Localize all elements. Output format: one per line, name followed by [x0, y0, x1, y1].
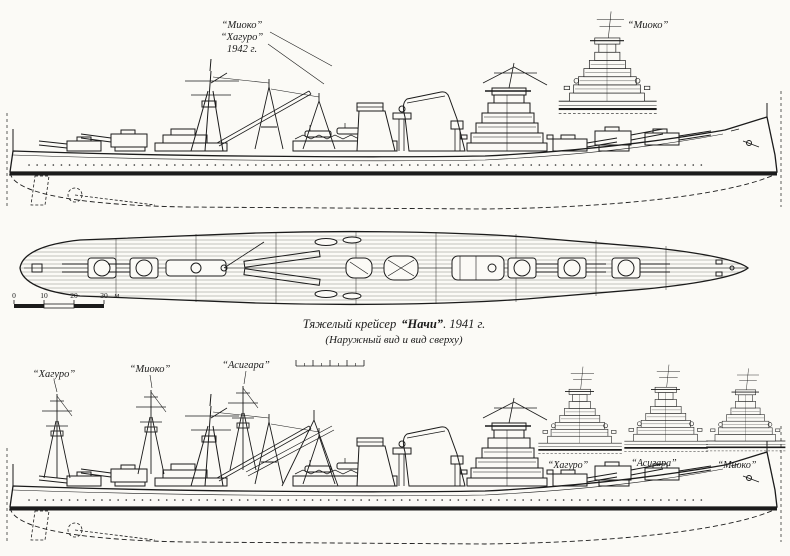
plan-aft-turrets — [62, 257, 159, 279]
plan-view — [19, 230, 749, 306]
top-label-leader-lines — [267, 31, 333, 85]
plan-crane-base — [220, 264, 228, 272]
scale-tick-10: 10 — [40, 291, 48, 300]
detail-haguro — [537, 366, 623, 455]
mast-label-asigara: “Асигара” — [222, 360, 270, 371]
figure-caption: Тяжелый крейсер“Начи”. 1941 г. (Наружный… — [303, 317, 486, 346]
top-right-superstructure-detail: “Миоко” — [558, 10, 669, 114]
detail-mioko — [705, 367, 786, 452]
top-ship-profile-view — [6, 58, 782, 210]
scale-unit: м — [113, 291, 119, 300]
caption-line-1: Тяжелый крейсер“Начи”. 1941 г. — [303, 317, 486, 331]
detail-label-haguro: “Хагуро” — [548, 460, 589, 471]
detail-asigara — [623, 364, 709, 453]
plan-bow-fittings — [715, 259, 735, 277]
top-label-mioko: “Миоко” — [222, 20, 263, 31]
detail-label-mioko: “Миоко” — [718, 460, 757, 471]
top-label-group: “Миоко” “Хагуро” 1942 г. — [221, 20, 333, 85]
mast-label-haguro: “Хагуро” — [33, 369, 76, 380]
mast-vignette-haguro — [41, 393, 73, 479]
detail-label-asigara: “Асигара” — [631, 458, 677, 469]
plan-mainmast-base — [190, 262, 202, 274]
mast-vignette-mioko — [135, 389, 167, 475]
mini-scale-ruler — [295, 360, 365, 367]
top-label-year: 1942 г. — [227, 44, 257, 55]
scale-tick-30: 30 — [100, 291, 108, 300]
plan-stern-fitting — [31, 263, 43, 273]
plan-funnels — [345, 255, 419, 281]
top-right-detail-label: “Миоко” — [628, 20, 669, 31]
mast-label-leader-lines — [53, 370, 247, 393]
plan-crane-boom — [223, 241, 265, 269]
caption-line-2: (Наружный вид и вид сверху) — [325, 334, 462, 346]
scale-tick-20: 20 — [70, 291, 78, 300]
scale-tick-0: 0 — [12, 291, 16, 300]
top-label-haguro: “Хагуро” — [221, 32, 264, 43]
bottom-right-superstructure-details: “Хагуро” “Асигара” “Миоко” — [537, 364, 786, 471]
mast-label-mioko: “Миоко” — [130, 364, 171, 375]
scale-bar: 0 10 20 30 м — [12, 291, 119, 309]
plan-catapults — [243, 250, 321, 286]
plan-boats — [314, 236, 362, 300]
plan-forward-turrets — [507, 257, 670, 279]
bottom-ship-crane — [245, 410, 339, 487]
plan-bridge — [451, 255, 505, 281]
bottom-mast-variants: “Хагуро” “Миоко” “Асигара” — [33, 360, 270, 479]
plan-aft-deckhouse — [165, 259, 227, 277]
